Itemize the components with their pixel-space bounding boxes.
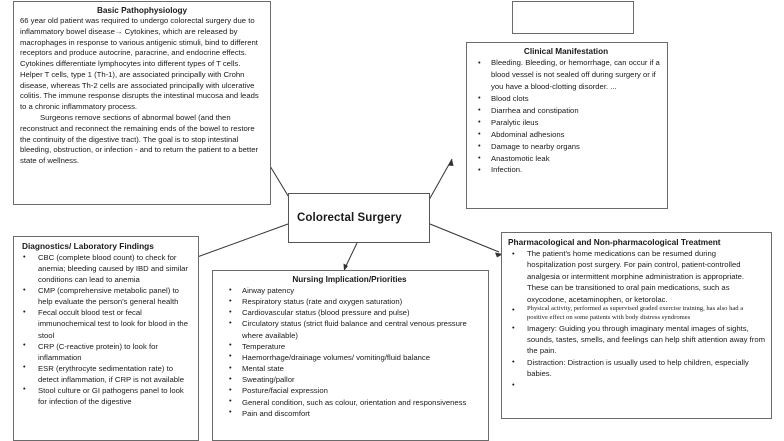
list-item: Physical activity, performed as supervis… xyxy=(506,304,765,323)
node-clinical-manifestation[interactable]: Clinical Manifestation Bleeding. Bleedin… xyxy=(466,42,668,209)
arrowhead-clinical xyxy=(448,159,454,166)
list-item: CBC (complete blood count) to check for … xyxy=(18,251,193,285)
list-item: Mental state xyxy=(217,363,482,374)
clinical-manifestation-list: Bleeding. Bleeding, or hemorrhage, can o… xyxy=(471,57,661,176)
list-item: Imagery: Guiding you through imaginary m… xyxy=(506,322,765,357)
list-item: Circulatory status (strict fluid balance… xyxy=(217,318,482,340)
list-item: General condition, such as colour, orien… xyxy=(217,396,482,408)
pathophysiology-paragraph-1: 66 year old patient was required to unde… xyxy=(20,16,259,112)
center-node-label: Colorectal Surgery xyxy=(297,212,402,224)
list-item: Diarrhea and constipation xyxy=(471,104,661,117)
node-colorectal-surgery[interactable]: Colorectal Surgery xyxy=(288,193,430,243)
node-title-pathophysiology: Basic Pathophysiology xyxy=(96,6,188,15)
node-pharmacological-treatment[interactable]: Pharmacological and Non-pharmacological … xyxy=(501,232,772,419)
list-item xyxy=(506,379,765,390)
list-item: Abdominal adhesions xyxy=(471,128,661,141)
list-item: Paralytic ileus xyxy=(471,116,661,129)
list-item: Sweating/pallor xyxy=(217,374,482,385)
list-item: Haemorrhage/drainage volumes/ vomiting/f… xyxy=(217,351,482,363)
node-title-diagnostics: Diagnostics/ Laboratory Findings xyxy=(22,241,154,251)
list-item: CMP (comprehensive metabolic panel) to h… xyxy=(18,285,193,307)
list-item: Stool culture or GI pathogens panel to l… xyxy=(18,384,193,407)
list-item: Anastomotic leak xyxy=(471,152,661,165)
empty-node-box[interactable] xyxy=(512,1,634,34)
list-item: Fecal occult blood test or fecal immunoc… xyxy=(18,307,193,340)
list-item: Infection. xyxy=(471,164,661,176)
node-title-pharmacological: Pharmacological and Non-pharmacological … xyxy=(508,237,721,247)
list-item: Bleeding. Bleeding, or hemorrhage, can o… xyxy=(471,57,661,93)
nursing-list: Airway patency Respiratory status (rate … xyxy=(217,284,482,419)
connector-center-to-nursing xyxy=(344,242,358,269)
list-item: The patient's home medications can be re… xyxy=(506,248,765,305)
connector-center-to-diagnostics xyxy=(188,223,289,261)
list-item: Temperature xyxy=(217,340,482,352)
list-item: Airway patency xyxy=(217,284,482,296)
list-item: Posture/facial expression xyxy=(217,385,482,396)
node-title-clinical-manifestation: Clinical Manifestation xyxy=(523,47,609,56)
node-nursing-implication-priorities[interactable]: Nursing Implication/Priorities Airway pa… xyxy=(212,270,489,441)
list-item: ESR (erythrocyte sedimentation rate) to … xyxy=(18,362,193,385)
list-item: Blood clots xyxy=(471,92,661,105)
list-item: Damage to nearby organs xyxy=(471,140,661,153)
pathophysiology-paragraph-2: Surgeons remove sections of abnormal bow… xyxy=(20,113,259,166)
diagnostics-list: CBC (complete blood count) to check for … xyxy=(18,251,193,407)
list-item: Cardiovascular status (blood pressure an… xyxy=(217,307,482,318)
node-basic-pathophysiology[interactable]: Basic Pathophysiology 66 year old patien… xyxy=(13,1,271,205)
pharmacological-list: The patient's home medications can be re… xyxy=(506,248,765,391)
list-item: Respiratory status (rate and oxygen satu… xyxy=(217,296,482,307)
node-title-nursing: Nursing Implication/Priorities xyxy=(292,275,407,284)
node-diagnostics-laboratory-findings[interactable]: Diagnostics/ Laboratory Findings CBC (co… xyxy=(13,236,199,441)
list-item: Pain and discomfort xyxy=(217,407,482,419)
list-item: Distraction: Distraction is usually used… xyxy=(506,356,765,380)
list-item: CRP (C-reactive protein) to look for inf… xyxy=(18,340,193,363)
connector-center-to-clinical xyxy=(428,158,453,201)
connector-center-to-pharmacological xyxy=(429,223,500,253)
